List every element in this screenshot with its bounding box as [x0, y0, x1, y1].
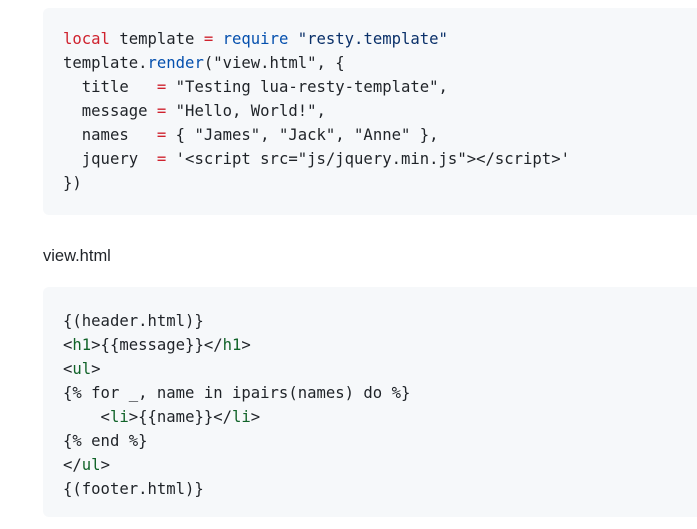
code-line: <ul>: [63, 357, 697, 381]
code-token: title: [63, 78, 157, 96]
code-token: li: [232, 408, 251, 426]
code-token: h1: [72, 336, 92, 354]
code-token: {(footer.html)}: [63, 480, 204, 498]
code-token: <: [63, 360, 73, 378]
code-line: {% for _, name in ipairs(names) do %}: [63, 381, 697, 405]
code-token: ul: [81, 456, 101, 474]
code-token: local: [63, 30, 110, 48]
code-token: =: [156, 78, 167, 96]
code-line: {(footer.html)}: [63, 477, 697, 501]
code-token: >: [241, 336, 251, 354]
code-token: message: [63, 102, 157, 120]
code-token: {(header.html)}: [63, 312, 204, 330]
code-token: <: [63, 336, 73, 354]
code-token: {% for _, name in ipairs(names) do %}: [63, 384, 411, 402]
code-line: </ul>: [63, 453, 697, 477]
code-line: jquery = '<script src="js/jquery.min.js"…: [63, 147, 697, 171]
code-token: '<script src="js/jquery.min.js"></script…: [166, 150, 570, 168]
code-line: }): [63, 171, 697, 195]
code-token: jquery: [63, 150, 157, 168]
code-token: >: [250, 408, 261, 426]
code-line: {% end %}: [63, 429, 697, 453]
code-line: message = "Hello, World!",: [63, 99, 697, 123]
code-token: <: [63, 408, 110, 426]
code-token: render: [147, 54, 204, 72]
code-token: =: [156, 126, 167, 144]
code-line: template.render("view.html", {: [63, 51, 697, 75]
code-token: ul: [72, 360, 92, 378]
file-heading: view.html: [43, 247, 111, 265]
code-token: template: [109, 30, 204, 48]
lua-code-block: local template = require "resty.template…: [43, 8, 697, 215]
code-token: =: [156, 102, 167, 120]
html-code-block: {(header.html)}<h1>{{message}}</h1><ul>{…: [43, 287, 697, 517]
code-token: template.: [63, 54, 148, 72]
code-token: =: [156, 150, 167, 168]
code-token: "resty.template": [288, 30, 448, 48]
code-token: [213, 30, 222, 48]
code-token: { "James", "Jack", "Anne" },: [166, 126, 439, 144]
code-line: local template = require "resty.template…: [63, 27, 697, 51]
code-line: <li>{{name}}</li>: [63, 405, 697, 429]
code-line: title = "Testing lua-resty-template",: [63, 75, 697, 99]
code-token: >{{name}}</: [128, 408, 233, 426]
code-token: "Hello, World!",: [166, 102, 326, 120]
code-token: "Testing lua-resty-template",: [166, 78, 448, 96]
code-token: li: [109, 408, 129, 426]
code-line: names = { "James", "Jack", "Anne" },: [63, 123, 697, 147]
code-token: >: [100, 456, 110, 474]
code-token: >: [91, 360, 101, 378]
code-token: =: [203, 30, 214, 48]
code-token: require: [222, 30, 289, 48]
code-token: >{{message}}</: [91, 336, 223, 354]
code-line: {(header.html)}: [63, 309, 697, 333]
code-token: ("view.html", {: [203, 54, 345, 72]
code-token: </: [63, 456, 82, 474]
code-line: <h1>{{message}}</h1>: [63, 333, 697, 357]
code-token: names: [63, 126, 157, 144]
code-token: h1: [222, 336, 242, 354]
code-token: }): [63, 174, 82, 192]
code-token: {% end %}: [63, 432, 148, 450]
